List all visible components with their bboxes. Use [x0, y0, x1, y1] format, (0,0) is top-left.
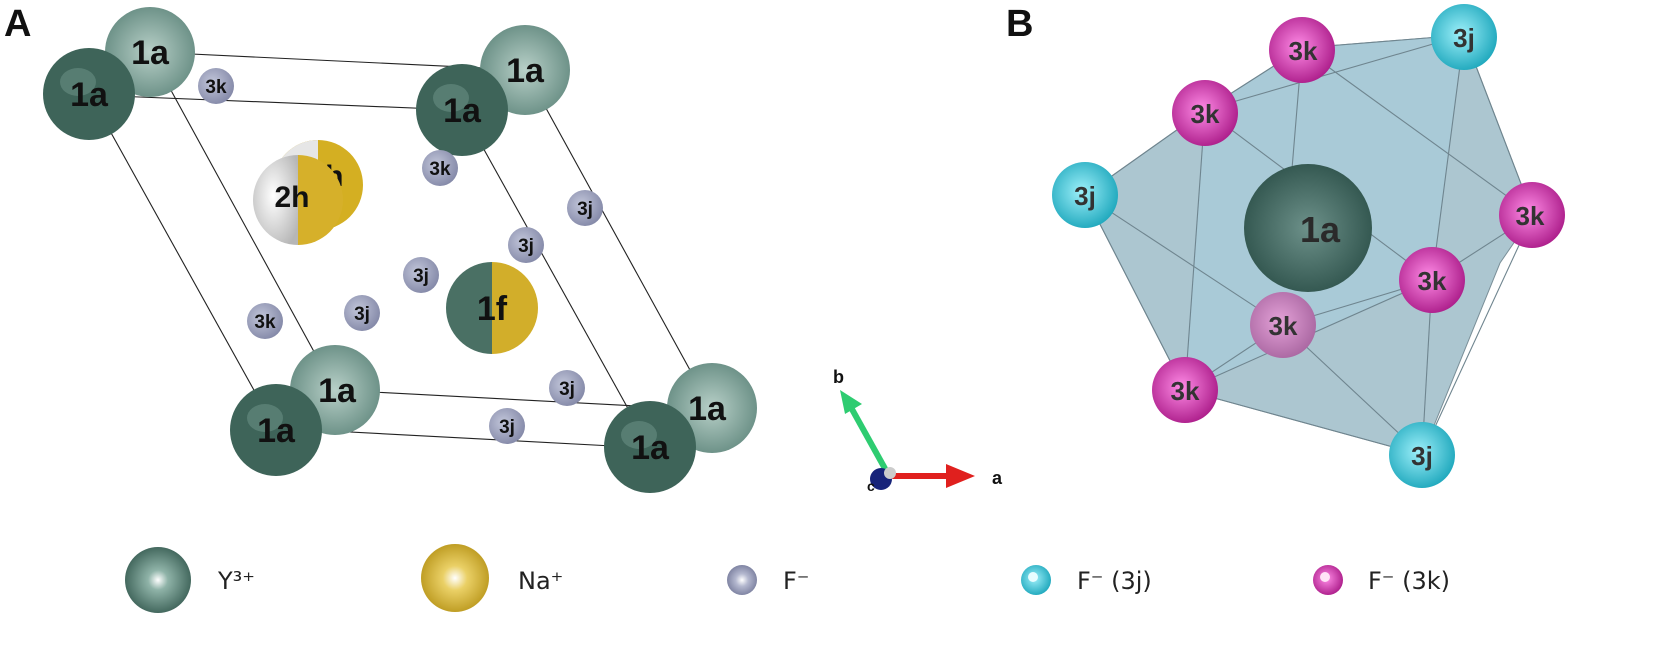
f-atom-3j: 3j	[567, 190, 603, 226]
y-atom-front: 1a	[43, 48, 135, 140]
y-atom-front: 1a	[230, 384, 322, 476]
svg-text:1a: 1a	[506, 52, 545, 90]
svg-text:3j: 3j	[499, 417, 515, 438]
panel-a-unit-cell: 1a 1a 1a 1a 1a 1a 1a	[4, 3, 757, 493]
legend-item-sodium: Na⁺	[421, 544, 563, 612]
svg-text:3j: 3j	[559, 379, 575, 400]
svg-text:3j: 3j	[1453, 23, 1475, 53]
svg-text:F⁻: F⁻	[783, 567, 809, 595]
svg-text:3j: 3j	[413, 266, 429, 287]
panel-b-coordination-polyhedron: 1a 3k 3k 3k 3k 3k 3k 3j	[1006, 3, 1565, 488]
f-atom-3j: 3j	[549, 370, 585, 406]
legend-item-fluoride: F⁻	[727, 565, 809, 595]
f-3k-atom: 3k	[1269, 17, 1335, 83]
svg-text:3k: 3k	[1171, 376, 1200, 406]
svg-text:1a: 1a	[688, 390, 727, 428]
panel-label-b: B	[1006, 3, 1033, 45]
legend-item-fluoride-3j: F⁻ (3j)	[1021, 565, 1152, 595]
f-3k-atom: 3k	[1399, 247, 1465, 313]
f-3k-atom: 3k	[1250, 292, 1316, 358]
legend-item-fluoride-3k: F⁻ (3k)	[1313, 565, 1450, 595]
y-atom-front: 1a	[604, 401, 696, 493]
svg-text:3k: 3k	[1191, 99, 1220, 129]
f-3j-atom: 3j	[1431, 4, 1497, 70]
panel-label-a: A	[4, 3, 31, 45]
axis-c-label: c	[867, 478, 875, 494]
f-3k-atom: 3k	[1152, 357, 1218, 423]
mixed-site-1f: 1f	[446, 262, 538, 354]
svg-text:3k: 3k	[1418, 266, 1447, 296]
svg-text:3j: 3j	[1074, 181, 1096, 211]
svg-text:3k: 3k	[254, 312, 276, 333]
axes-indicator: b a c	[833, 367, 1003, 494]
svg-text:Na⁺: Na⁺	[518, 567, 563, 595]
legend: Y³⁺ Na⁺ F⁻ F⁻ (3j) F⁻ (3k)	[125, 544, 1450, 613]
y-atom-back: 1a	[667, 363, 757, 453]
svg-text:Y³⁺: Y³⁺	[217, 567, 255, 595]
svg-text:1a: 1a	[631, 429, 670, 467]
svg-text:F⁻ (3k): F⁻ (3k)	[1368, 567, 1450, 595]
y-atom-center: 1a	[1244, 164, 1372, 292]
svg-text:2h: 2h	[274, 181, 309, 214]
f-3j-atom: 3j	[1052, 162, 1118, 228]
f-3k-atom: 3k	[1499, 182, 1565, 248]
y-atom-front: 1a	[416, 64, 508, 156]
unit-cell-edges	[89, 51, 713, 449]
f-atom-3j: 3j	[344, 295, 380, 331]
f-atom-3k: 3k	[422, 150, 458, 186]
svg-text:1f: 1f	[477, 290, 508, 328]
svg-text:3j: 3j	[577, 199, 593, 220]
legend-item-yttrium: Y³⁺	[125, 547, 255, 613]
svg-text:1a: 1a	[443, 92, 482, 130]
f-atom-3k: 3k	[247, 303, 283, 339]
svg-text:3k: 3k	[1269, 311, 1298, 341]
axis-b-label: b	[833, 367, 844, 387]
svg-text:1a: 1a	[70, 76, 109, 114]
svg-text:3j: 3j	[354, 304, 370, 325]
svg-text:3j: 3j	[518, 236, 534, 257]
svg-text:1a: 1a	[318, 372, 357, 410]
svg-text:1a: 1a	[131, 34, 170, 72]
axis-a-label: a	[992, 468, 1003, 488]
f-atom-3j: 3j	[489, 408, 525, 444]
svg-text:1a: 1a	[257, 412, 296, 450]
na-site-2h-front: 2h	[253, 155, 343, 245]
f-atom-3j: 3j	[508, 227, 544, 263]
f-3k-atom: 3k	[1172, 80, 1238, 146]
svg-text:3k: 3k	[1516, 201, 1545, 231]
axis-b-arrow	[845, 400, 891, 476]
svg-text:F⁻ (3j): F⁻ (3j)	[1077, 567, 1152, 595]
f-atom-3k: 3k	[198, 68, 234, 104]
f-3j-atom: 3j	[1389, 422, 1455, 488]
svg-text:3k: 3k	[429, 159, 451, 180]
f-atom-3j: 3j	[403, 257, 439, 293]
svg-text:1a: 1a	[1300, 209, 1341, 250]
svg-text:3k: 3k	[205, 77, 227, 98]
svg-text:3k: 3k	[1289, 36, 1318, 66]
svg-text:3j: 3j	[1411, 441, 1433, 471]
